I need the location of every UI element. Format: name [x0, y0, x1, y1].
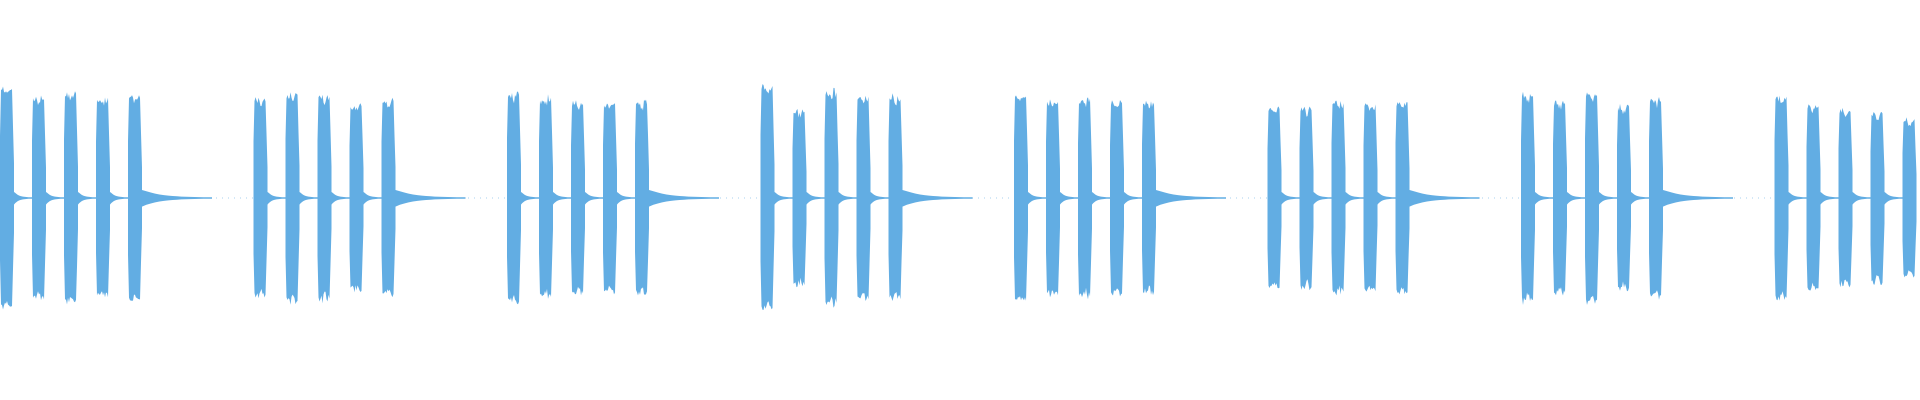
waveform-pulses: [0, 84, 1917, 310]
waveform-pulse: [888, 93, 903, 301]
pulse-group: [1774, 95, 1917, 301]
pulse-decay-tail: [142, 190, 212, 207]
pulse-decay-tail: [1663, 190, 1733, 207]
waveform-pulse: [635, 99, 649, 296]
waveform-pulse: [1299, 106, 1314, 291]
pulse-group: [0, 86, 212, 310]
waveform-pulse: [1585, 92, 1599, 305]
pulse-link: [1567, 192, 1585, 205]
pulse-link: [1313, 192, 1332, 205]
pulse-link: [1599, 192, 1617, 205]
pulse-link: [1028, 192, 1046, 205]
pulse-link: [774, 192, 793, 205]
waveform-pulse: [507, 91, 521, 305]
waveform-pulse: [856, 95, 871, 301]
pulse-link: [1631, 192, 1649, 205]
pulse-group: [253, 92, 466, 305]
pulse-link: [110, 192, 128, 205]
pulse-link: [1281, 192, 1300, 205]
waveform-pulse: [824, 87, 839, 308]
pulse-link: [1884, 192, 1903, 205]
pulse-link: [299, 192, 318, 205]
pulse-link: [331, 192, 350, 205]
waveform-pulse: [1553, 100, 1567, 296]
pulse-decay-tail: [1409, 190, 1480, 207]
pulse-link: [1820, 192, 1839, 205]
pulse-link: [363, 192, 382, 205]
pulse-link: [1345, 192, 1364, 205]
waveform-pulse: [285, 92, 300, 305]
waveform-pulse: [1870, 111, 1885, 286]
waveform-pulse: [571, 100, 585, 296]
waveform-pulse: [539, 94, 553, 299]
waveform-pulse: [1046, 99, 1060, 298]
waveform-pulse: [128, 95, 142, 301]
waveform-pulse: [1521, 91, 1535, 305]
waveform-pulse: [349, 103, 364, 293]
waveform-pulse: [1110, 100, 1124, 297]
pulse-link: [585, 192, 603, 205]
pulse-link: [1377, 192, 1396, 205]
pulse-decay-tail: [1156, 190, 1226, 207]
pulse-decay-tail: [902, 190, 973, 207]
pulse-decay-tail: [649, 190, 719, 207]
waveform-pulse: [1902, 117, 1917, 278]
pulse-link: [1852, 192, 1871, 205]
pulse-link: [78, 192, 96, 205]
waveform-pulse: [1617, 103, 1631, 292]
pulse-link: [1124, 192, 1142, 205]
waveform-pulse: [760, 84, 775, 310]
waveform-pulse: [1838, 107, 1853, 288]
pulse-link: [870, 192, 889, 205]
waveform-pulse: [1267, 106, 1282, 289]
waveform-pulse: [1806, 104, 1821, 291]
pulse-decay-tail: [395, 190, 466, 207]
pulse-group: [1014, 95, 1226, 301]
waveform-pulse: [1142, 100, 1156, 296]
waveform-pulse: [64, 91, 78, 305]
waveform-pulse: [1363, 103, 1378, 292]
pulse-link: [1788, 192, 1807, 205]
waveform-pulse: [32, 95, 46, 301]
pulse-group: [760, 84, 973, 310]
pulse-link: [46, 192, 64, 205]
waveform-pulse: [1078, 97, 1092, 300]
waveform-pulse: [1331, 100, 1346, 296]
waveform-pulse: [603, 103, 617, 295]
pulse-link: [1535, 192, 1553, 205]
waveform-pulse: [253, 97, 268, 299]
waveform-pulse: [381, 97, 396, 298]
pulse-group: [507, 91, 719, 305]
pulse-group: [1521, 91, 1733, 305]
pulse-link: [267, 192, 286, 205]
waveform-pulse: [1014, 95, 1028, 301]
pulse-link: [806, 192, 825, 205]
waveform-pulse: [1649, 97, 1663, 300]
waveform-pulse: [1395, 102, 1410, 295]
waveform-pulse: [792, 109, 807, 288]
waveform-pulse: [1774, 95, 1789, 301]
pulse-group: [1267, 100, 1480, 296]
pulse-link: [521, 192, 539, 205]
pulse-link: [1060, 192, 1078, 205]
waveform-pulse: [0, 86, 14, 310]
pulse-link: [1092, 192, 1110, 205]
waveform-pulse: [317, 94, 332, 304]
pulse-link: [553, 192, 571, 205]
waveform-pulse: [96, 97, 110, 298]
pulse-link: [838, 192, 857, 205]
pulse-link: [617, 192, 635, 205]
pulse-link: [14, 192, 32, 205]
